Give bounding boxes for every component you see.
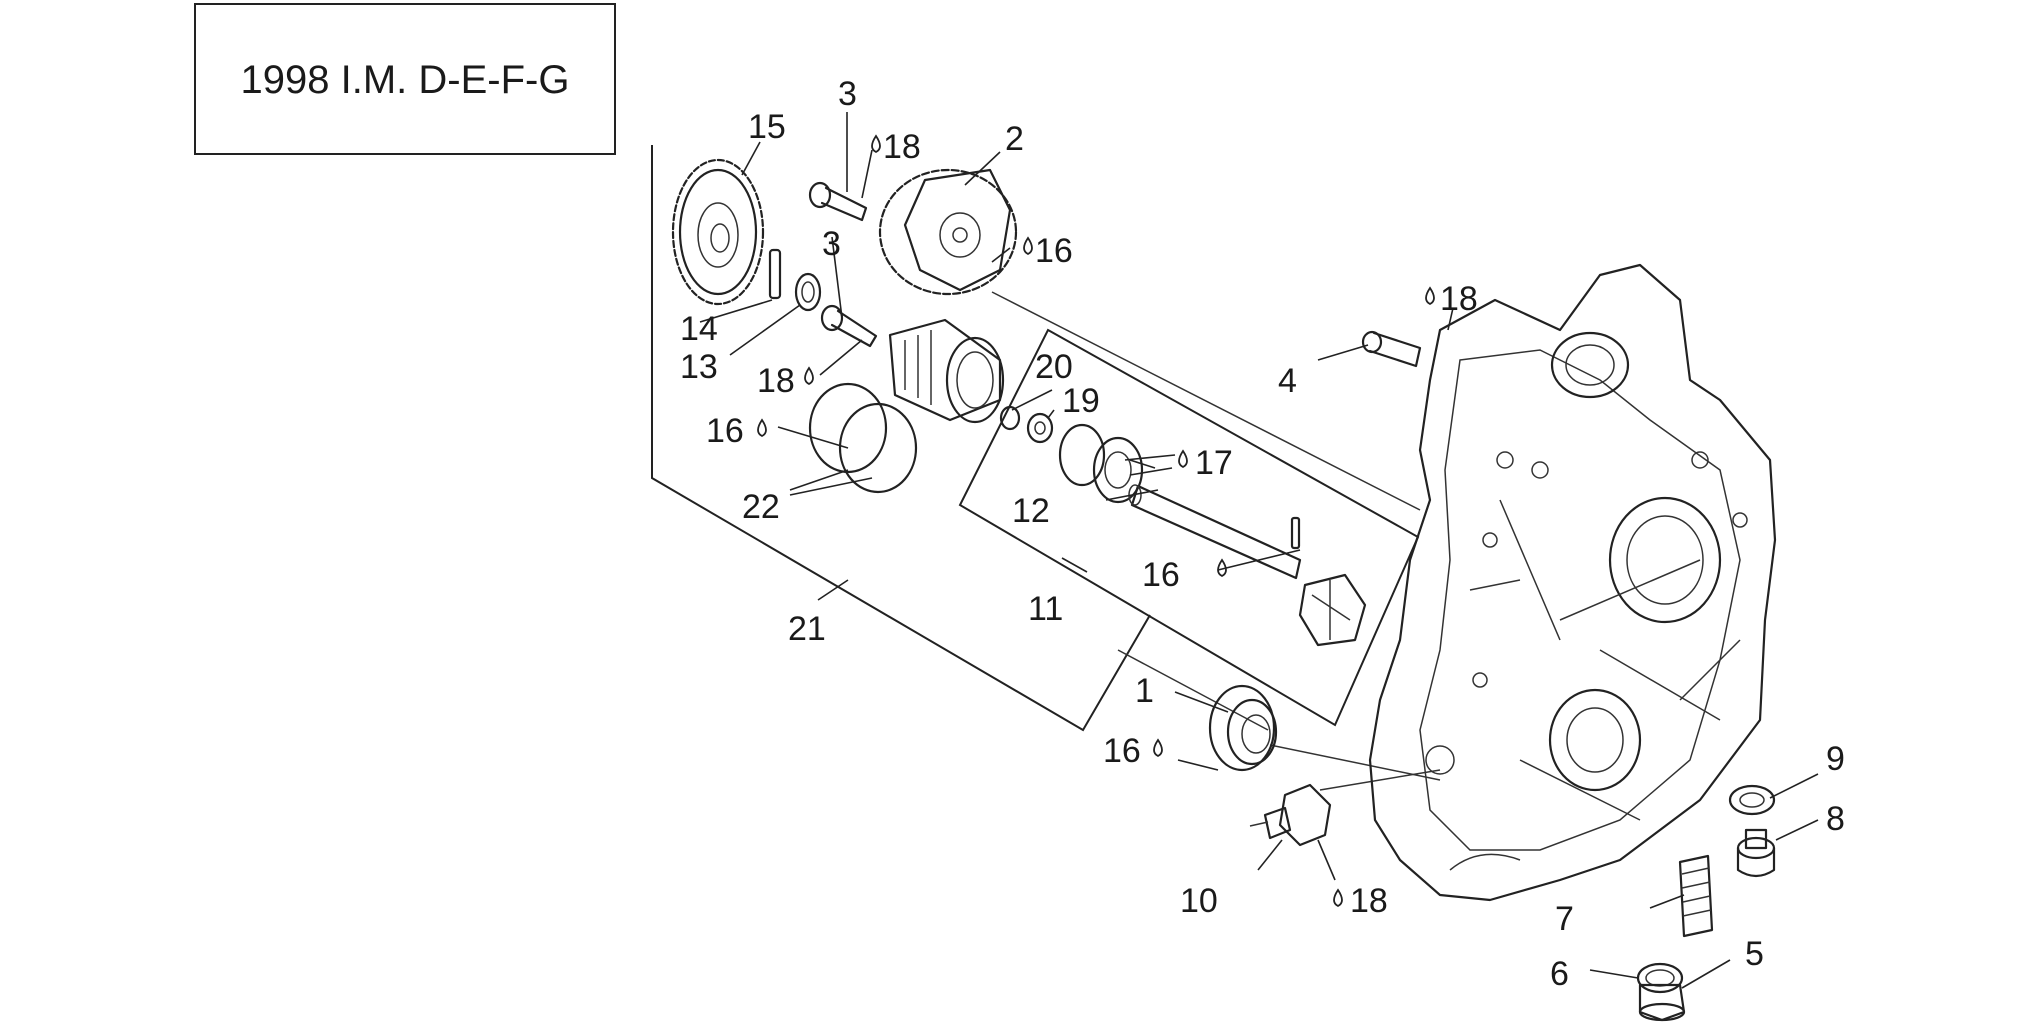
callout-6: 6: [1550, 955, 1569, 993]
callout-1: 1: [1135, 672, 1154, 710]
callout-21: 21: [788, 610, 826, 648]
crankcase-housing: [1368, 263, 1777, 902]
callout-22: 22: [742, 488, 780, 526]
part-3-bolt-upper: [808, 181, 868, 222]
part-2-pump-gear: [878, 168, 1018, 296]
leader-lines: [699, 112, 1819, 989]
part-10-sensor: [1249, 783, 1332, 847]
part-6-washer: [1636, 962, 1684, 994]
callout-9: 9: [1826, 740, 1845, 778]
callout-18-upper: 18: [883, 128, 921, 166]
callout-16-pump: 16: [1035, 232, 1073, 270]
part-7-filter: [1678, 854, 1714, 938]
part-5-drain-plug: [1638, 983, 1686, 1022]
callout-3-upper: 3: [838, 75, 857, 113]
callout-2: 2: [1005, 120, 1024, 158]
part-13-washer: [794, 272, 822, 312]
callout-18-sensor: 18: [1350, 882, 1388, 920]
callout-5: 5: [1745, 935, 1764, 973]
callout-12: 12: [1012, 492, 1050, 530]
callout-10: 10: [1180, 882, 1218, 920]
part-20-washer: [999, 405, 1021, 431]
part-22-o-rings: [808, 382, 918, 494]
guide-lines: [991, 291, 1441, 791]
part-15-gear: [671, 158, 765, 306]
callout-19: 19: [1062, 382, 1100, 420]
callout-16-shaft: 16: [1142, 556, 1180, 594]
part-8-plug: [1736, 828, 1776, 878]
title-box: 1998 I.M. D-E-F-G: [194, 3, 616, 155]
part-1-bearing: [1208, 684, 1278, 772]
group-frame-21: [651, 145, 1151, 732]
part-3-bolt-lower: [820, 304, 878, 348]
callout-15: 15: [748, 108, 786, 146]
callout-labels: 15 3 18 2 16 3 14 13 18 16 22 20 19 17 1…: [680, 75, 1845, 993]
part-9-washer: [1728, 784, 1776, 816]
part-19-washer: [1026, 412, 1054, 444]
part-4-stud: [1361, 330, 1422, 368]
pump-body: [888, 318, 1005, 424]
callout-14: 14: [680, 310, 718, 348]
title-label: 1998 I.M. D-E-F-G: [241, 58, 570, 102]
callout-3-lower: 3: [822, 225, 841, 263]
callout-16-bearing: 16: [1103, 732, 1141, 770]
callout-4: 4: [1278, 362, 1297, 400]
lubricant-drops: [757, 134, 1435, 908]
callout-16-rings: 16: [706, 412, 744, 450]
callout-18-middle: 18: [757, 362, 795, 400]
callout-17: 17: [1195, 444, 1233, 482]
callout-8: 8: [1826, 800, 1845, 838]
part-14-pin: [768, 248, 782, 300]
callout-13: 13: [680, 348, 718, 386]
group-frame-11: [958, 328, 1420, 727]
callout-20: 20: [1035, 348, 1073, 386]
callout-7: 7: [1555, 900, 1574, 938]
callout-11: 11: [1028, 590, 1063, 628]
callout-18-stud: 18: [1440, 280, 1478, 318]
part-12-seal: [1058, 423, 1144, 504]
